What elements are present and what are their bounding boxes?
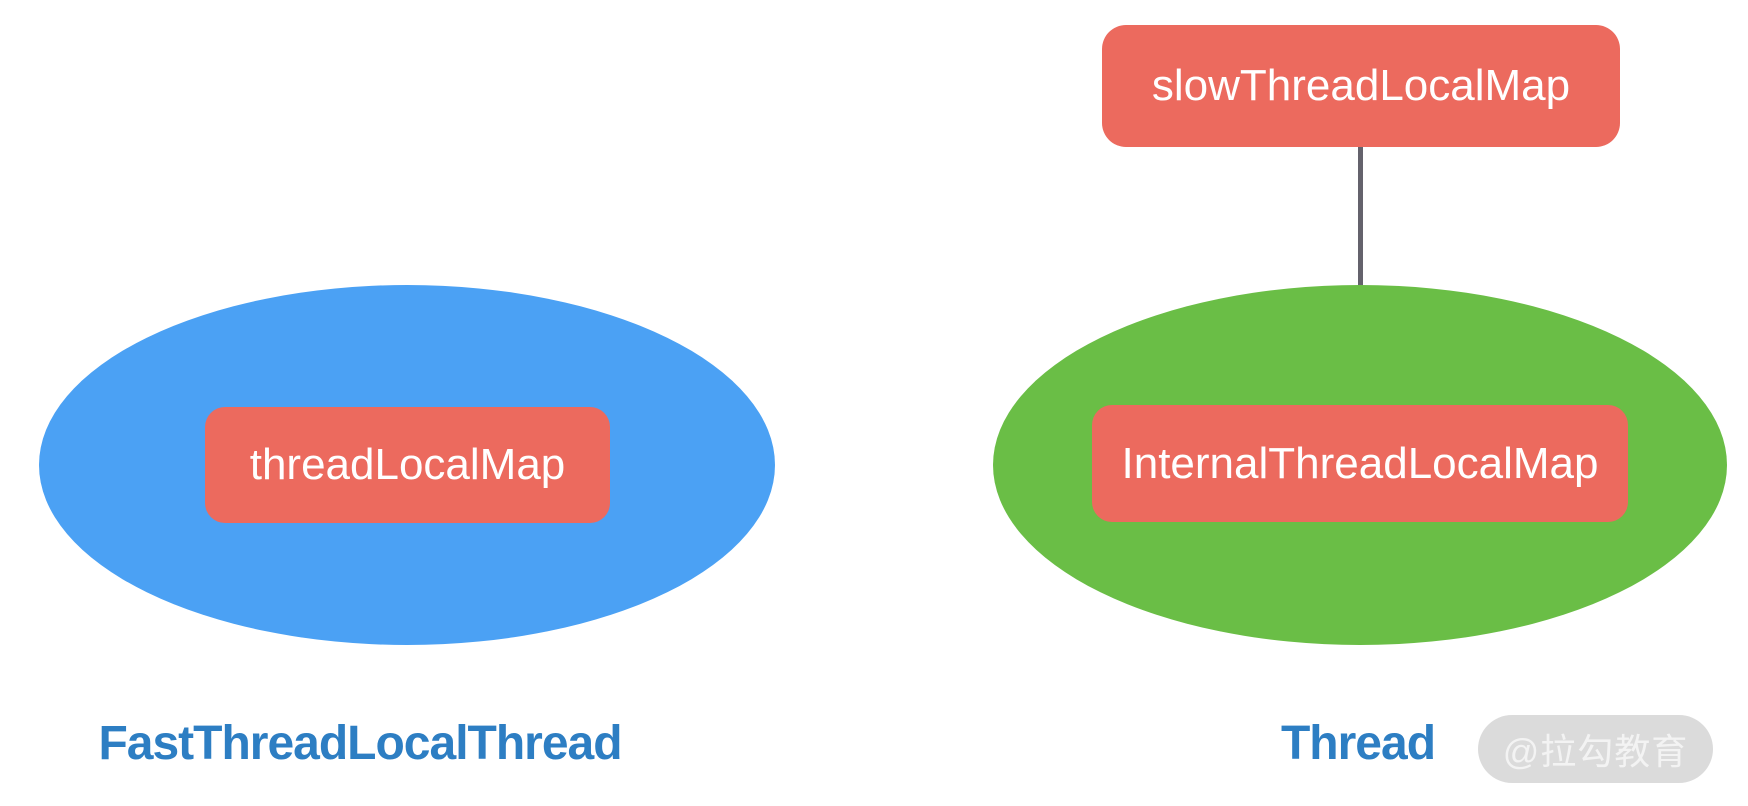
slow-thread-local-map-label: slowThreadLocalMap bbox=[1151, 61, 1571, 110]
internal-thread-local-map-label: InternalThreadLocalMap bbox=[1121, 438, 1599, 488]
watermark-text: @拉勾教育 bbox=[1502, 731, 1689, 772]
down-arrow-line bbox=[1358, 147, 1363, 362]
thread-local-map-label: threadLocalMap bbox=[249, 440, 566, 489]
thread-local-map-box: threadLocalMap bbox=[205, 407, 610, 523]
watermark-badge: @拉勾教育 bbox=[1478, 715, 1713, 783]
slow-thread-local-map-box: slowThreadLocalMap bbox=[1102, 25, 1620, 147]
thread-caption: Thread bbox=[1280, 717, 1436, 770]
internal-thread-local-map-box: InternalThreadLocalMap bbox=[1092, 405, 1628, 522]
fast-thread-local-thread-caption: FastThreadLocalThread bbox=[98, 717, 622, 770]
